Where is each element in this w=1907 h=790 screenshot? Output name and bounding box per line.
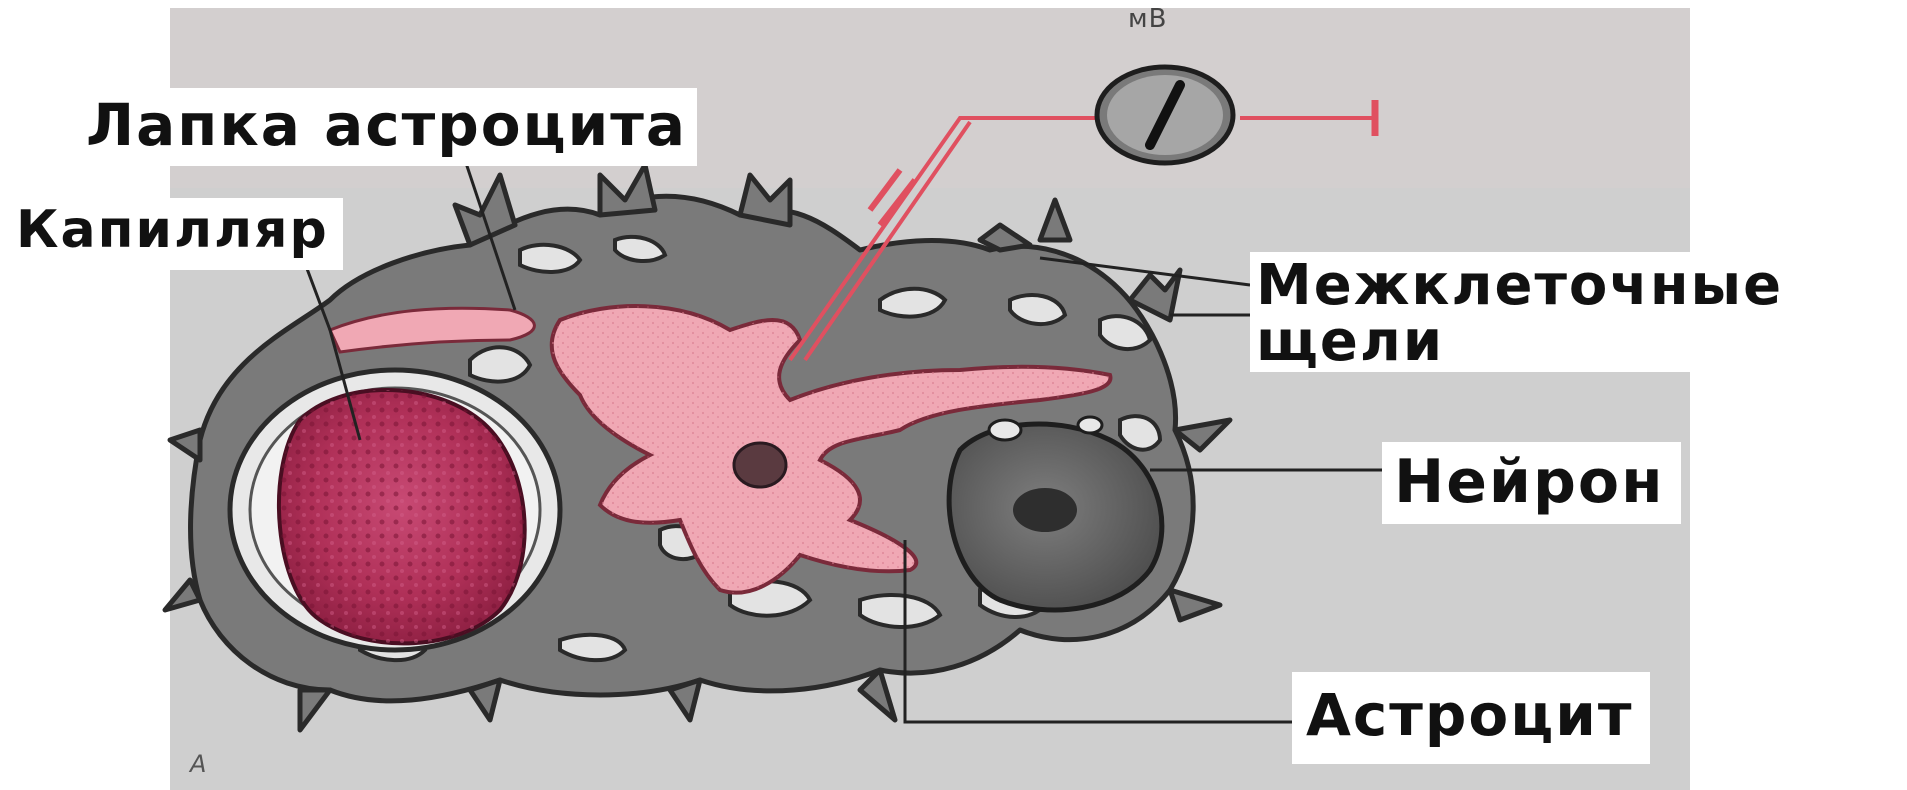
millivoltmeter: [1097, 67, 1233, 163]
neuron-nucleus: [1013, 488, 1077, 532]
label-neuron: Нейрон: [1382, 442, 1681, 524]
astrocyte-nucleus: [734, 443, 786, 487]
neuron-notch: [989, 420, 1021, 440]
label-millivolt: мВ: [1128, 6, 1167, 32]
label-capillary: Капилляр: [8, 198, 343, 270]
label-intercellular-clefts: Межклеточные щели: [1250, 252, 1793, 372]
label-astrocyte-foot: Лапка астроцита: [78, 88, 697, 166]
label-panel-letter: А: [190, 752, 208, 776]
label-astrocyte: Астроцит: [1292, 672, 1650, 764]
label-intercellular-line1: Межклеточные: [1256, 258, 1783, 314]
label-intercellular-line2: щели: [1256, 314, 1783, 370]
